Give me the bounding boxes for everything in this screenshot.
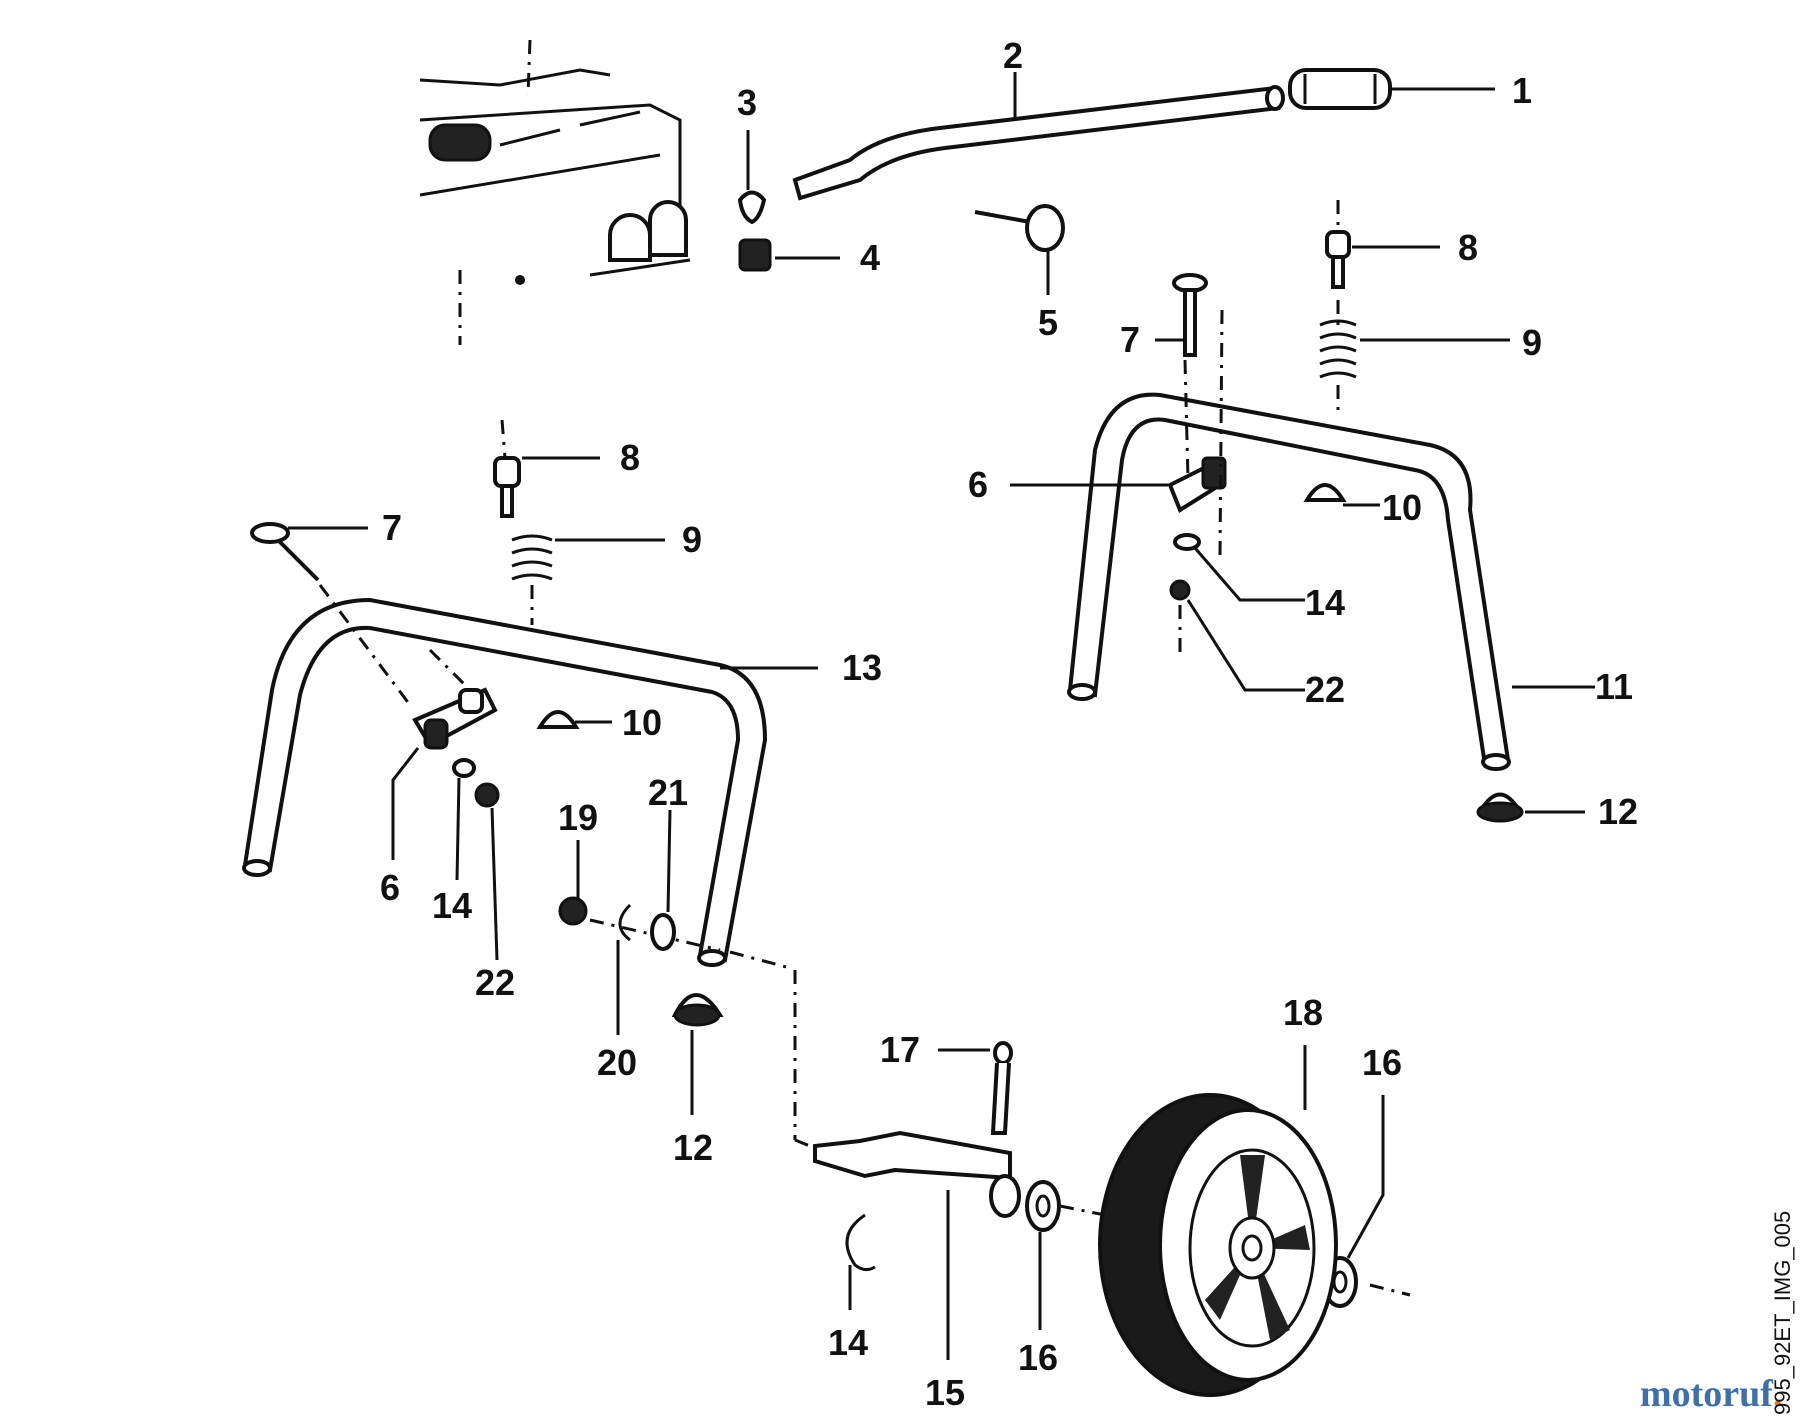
callout-10-left: 10 — [622, 702, 662, 743]
frame-right — [1067, 392, 1595, 771]
nut-right-22 — [1169, 579, 1305, 692]
washer-left-14 — [452, 758, 476, 881]
callout-14-right: 14 — [1305, 582, 1345, 623]
callout-8-right: 8 — [1458, 227, 1478, 268]
callout-14-bottom: 14 — [828, 1322, 868, 1363]
wing-screw — [974, 204, 1065, 295]
callout-16-left: 16 — [1018, 1337, 1058, 1378]
foot-cap-left — [671, 993, 724, 1115]
callout-4: 4 — [860, 237, 880, 278]
callout-1: 1 — [1512, 70, 1532, 111]
housing-corner — [419, 39, 691, 345]
callout-10-right: 10 — [1382, 487, 1422, 528]
bolt-left — [250, 522, 412, 706]
nut-19 — [558, 840, 588, 926]
handle-bar — [792, 72, 1285, 201]
brand-suffix: . — [1772, 1373, 1783, 1415]
washer-21 — [650, 809, 676, 951]
callout-8-left: 8 — [620, 437, 640, 478]
callout-7-right: 7 — [1120, 319, 1140, 360]
foot-cap-right — [1476, 792, 1585, 823]
brand-watermark: motoruf. — [1640, 1372, 1782, 1416]
pin-right — [1325, 200, 1440, 289]
spring-left — [511, 534, 665, 625]
washer-16-left — [1025, 1180, 1106, 1330]
callout-12-left: 12 — [673, 1127, 713, 1168]
callout-12-right: 12 — [1598, 791, 1638, 832]
callout-7-left: 7 — [382, 507, 402, 548]
bracket-right — [1010, 309, 1227, 556]
split-pin — [938, 1041, 1013, 1135]
washer-16-right — [1322, 1095, 1411, 1308]
callout-labels: 1 2 3 4 5 6 7 8 9 10 14 22 11 12 8 7 9 1… — [380, 35, 1638, 1413]
frame-left — [242, 597, 818, 967]
callout-18: 18 — [1283, 992, 1323, 1033]
callout-20: 20 — [597, 1042, 637, 1083]
e-clip — [845, 1213, 876, 1310]
callout-3: 3 — [737, 82, 757, 123]
nut-left-10 — [536, 710, 612, 729]
callout-6-left: 6 — [380, 867, 400, 908]
callout-14-left: 14 — [432, 885, 472, 926]
brand-name: motoruf — [1640, 1373, 1773, 1415]
clamp-part-4 — [738, 238, 840, 272]
callout-9-right: 9 — [1522, 322, 1542, 363]
callout-17: 17 — [880, 1029, 920, 1070]
nut-left-22 — [474, 782, 500, 961]
callout-9-left: 9 — [682, 519, 702, 560]
callout-2: 2 — [1003, 35, 1023, 76]
washer-right-14 — [1173, 533, 1305, 602]
nut-right-10 — [1303, 483, 1380, 507]
callout-13: 13 — [842, 647, 882, 688]
bolt-right — [1155, 273, 1208, 357]
callout-19: 19 — [558, 797, 598, 838]
grip — [1288, 68, 1495, 110]
callout-5: 5 — [1038, 302, 1058, 343]
axle — [729, 950, 1021, 1360]
clip-part-3 — [737, 130, 767, 225]
image-id-label: 995_92ET_IMG_005 — [1770, 1210, 1795, 1415]
pin-left — [493, 419, 600, 518]
bracket-left — [391, 648, 498, 860]
callout-16-right: 16 — [1362, 1042, 1402, 1083]
callout-21: 21 — [648, 772, 688, 813]
callout-15: 15 — [925, 1372, 965, 1413]
wheel — [1098, 1045, 1338, 1397]
callout-11: 11 — [1595, 666, 1633, 707]
callout-22-right: 22 — [1305, 669, 1345, 710]
callout-6-right: 6 — [968, 464, 988, 505]
spring-right — [1319, 300, 1510, 415]
callout-22-left: 22 — [475, 962, 515, 1003]
